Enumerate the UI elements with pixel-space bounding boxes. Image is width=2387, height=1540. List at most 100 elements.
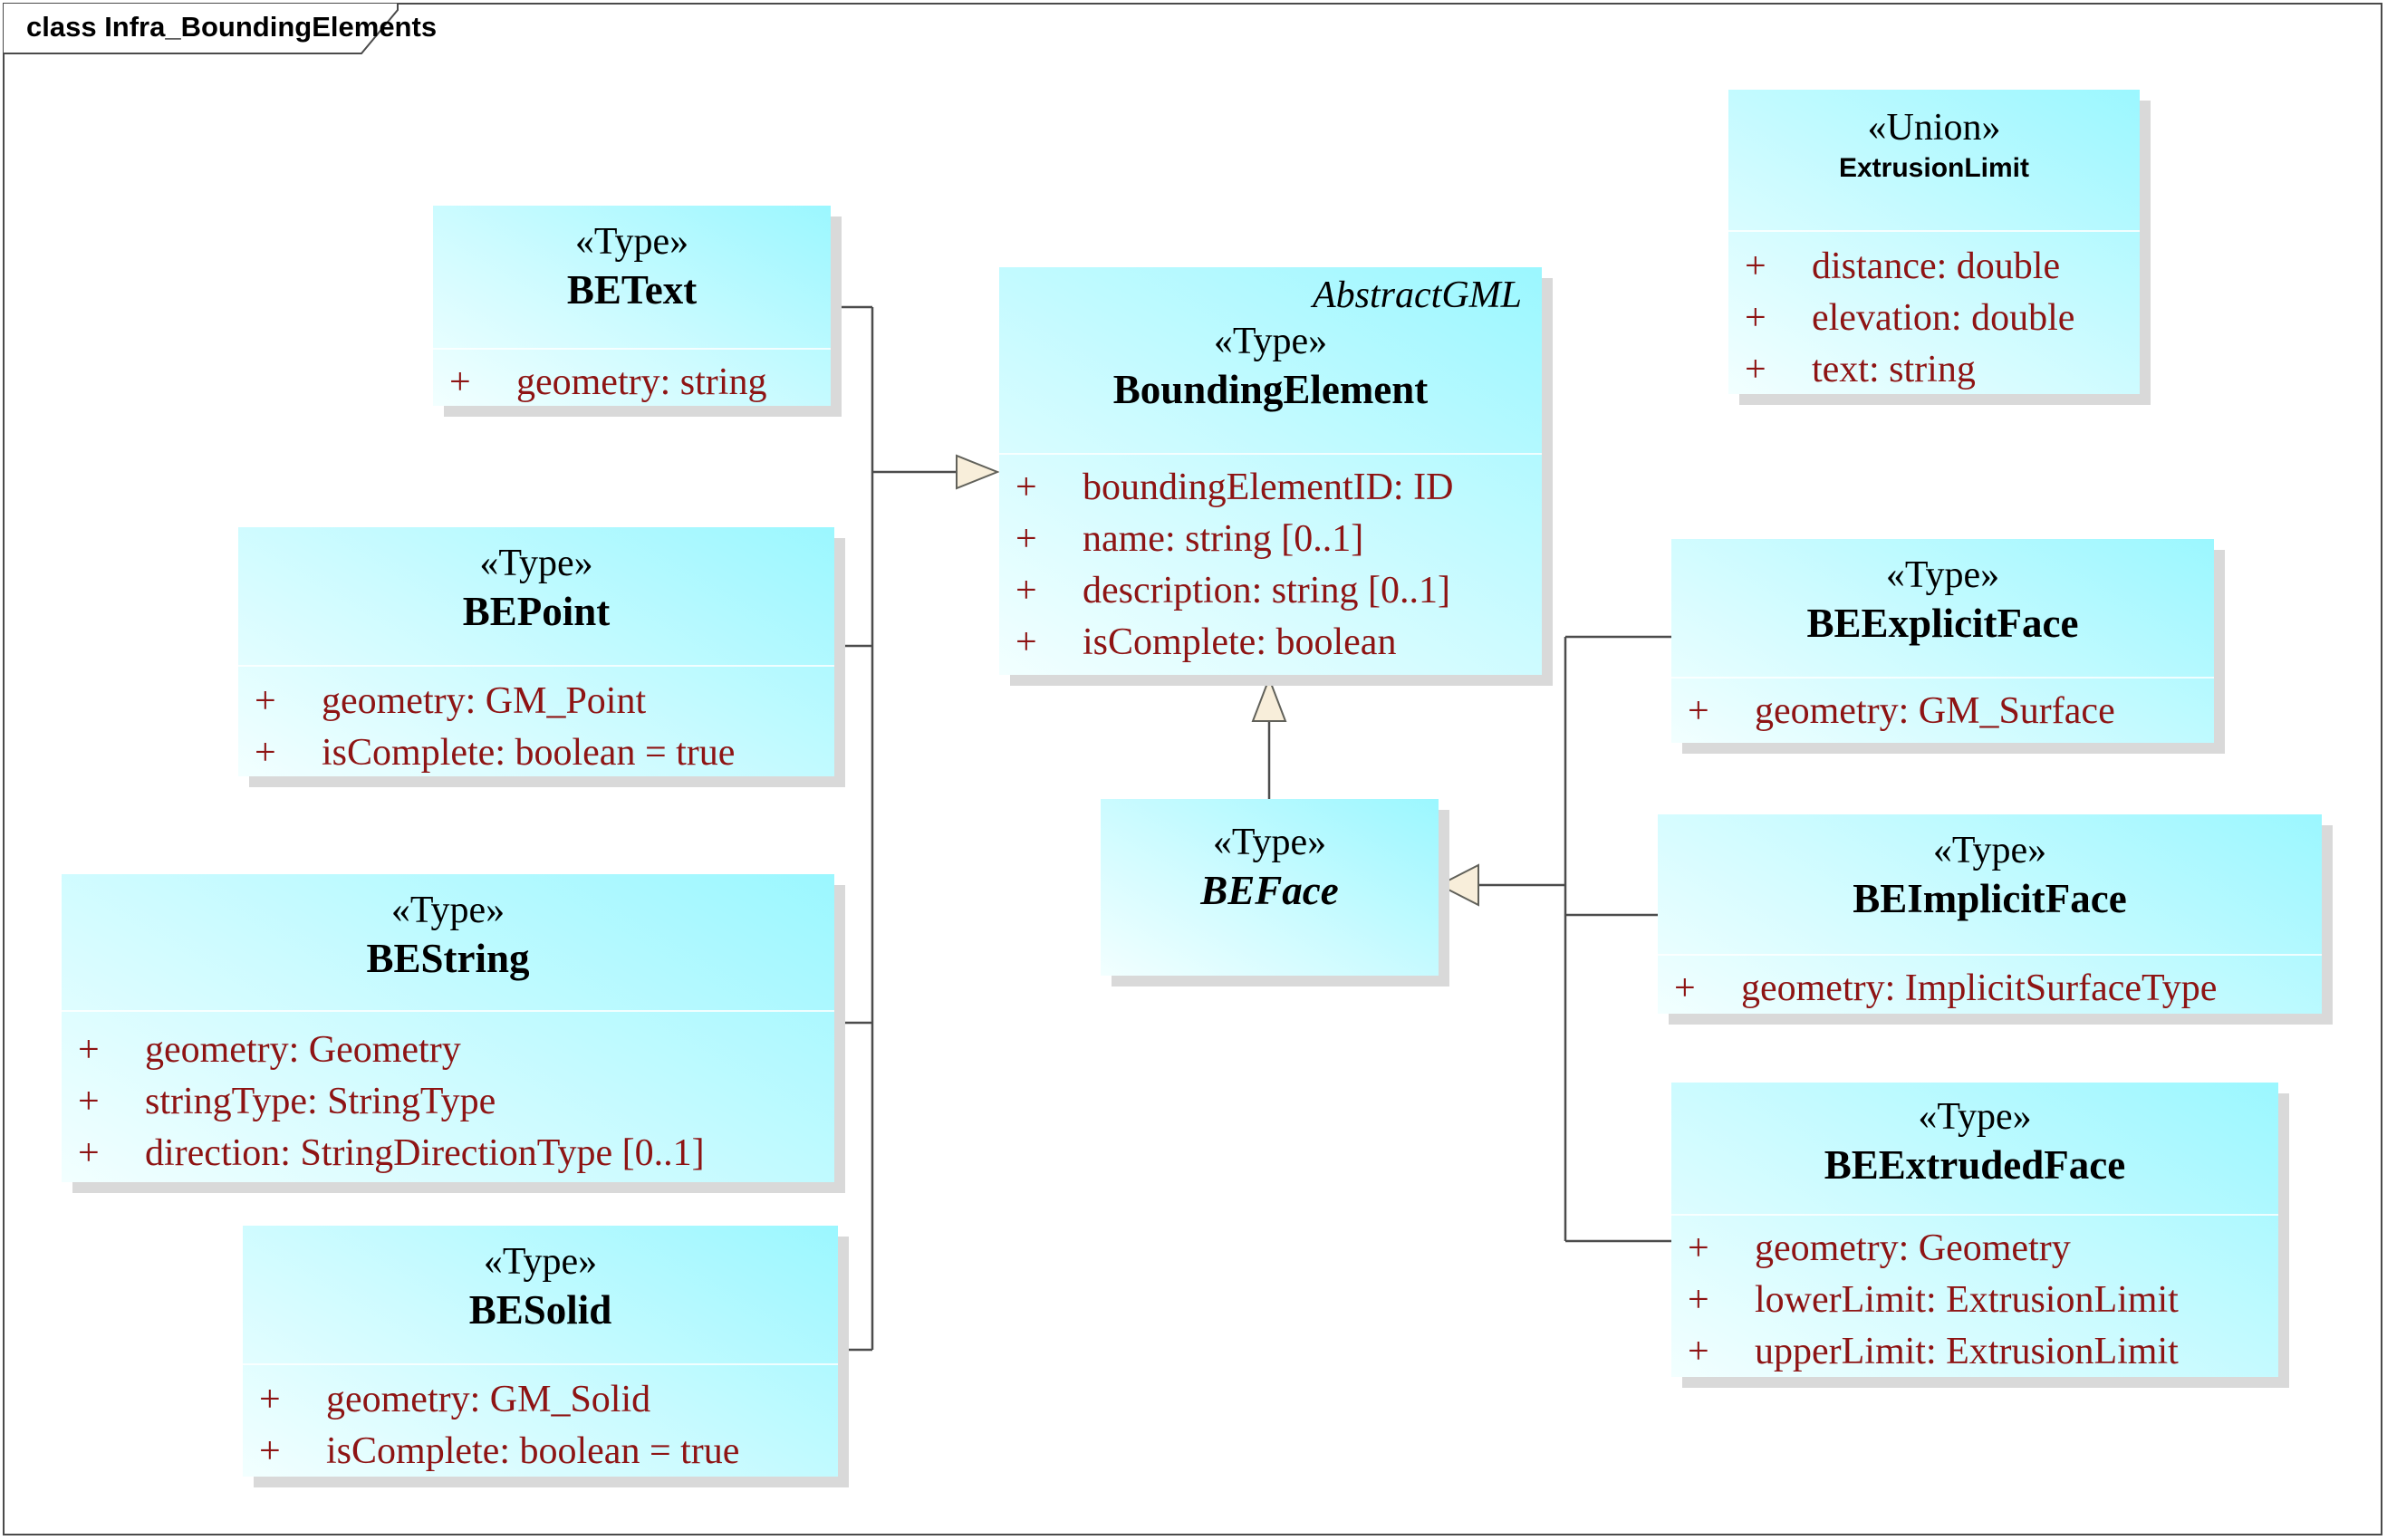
visibility-plus: + <box>1745 245 1766 287</box>
attribute-text: isComplete: boolean <box>1083 621 1397 663</box>
attribute: + boundingElementID: ID <box>999 462 1542 514</box>
attribute: + geometry: GM_Point <box>238 676 834 727</box>
stereotype-label: «Type» <box>574 221 689 263</box>
visibility-plus: + <box>1015 518 1037 560</box>
visibility-plus: + <box>259 1379 281 1420</box>
compartment-divider <box>1658 954 2322 956</box>
attribute-text: geometry: string <box>516 361 767 403</box>
compartment-divider <box>1671 677 2214 679</box>
class-box-bepoint[interactable]: «Type» BEPoint + geometry: GM_Point + is… <box>238 527 834 776</box>
attribute-text: lowerLimit: ExtrusionLimit <box>1755 1279 2179 1321</box>
class-name: BoundingElement <box>1112 367 1429 412</box>
visibility-plus: + <box>1688 1279 1709 1321</box>
attribute: + isComplete: boolean <box>999 617 1542 669</box>
visibility-plus: + <box>255 732 276 774</box>
class-box-beimplicitface[interactable]: «Type» BEImplicitFace + geometry: Implic… <box>1658 814 2322 1014</box>
attribute-text: text: string <box>1812 349 1976 390</box>
attribute-text: description: string [0..1] <box>1083 570 1450 611</box>
attribute-text: stringType: StringType <box>145 1081 496 1122</box>
visibility-plus: + <box>1015 621 1037 663</box>
attribute: + lowerLimit: ExtrusionLimit <box>1671 1275 2278 1326</box>
attribute: + text: string <box>1728 344 2140 396</box>
visibility-plus: + <box>1688 690 1709 732</box>
visibility-plus: + <box>259 1430 281 1472</box>
compartment-divider <box>999 453 1542 455</box>
attribute: + elevation: double <box>1728 293 2140 344</box>
attribute-text: distance: double <box>1812 245 2061 287</box>
class-name: BEImplicitFace <box>1853 876 2127 921</box>
visibility-plus: + <box>1688 1227 1709 1269</box>
class-box-boundingelement[interactable]: AbstractGML «Type» BoundingElement + bou… <box>999 267 1542 675</box>
class-box-beface[interactable]: «Type» BEFace <box>1101 799 1439 976</box>
class-name: BEPoint <box>462 589 611 634</box>
attribute-text: boundingElementID: ID <box>1083 467 1454 508</box>
stereotype-label: «Union» <box>1867 107 2001 149</box>
visibility-plus: + <box>78 1132 100 1174</box>
attribute: + direction: StringDirectionType [0..1] <box>62 1128 834 1179</box>
stereotype-label: «Type» <box>479 543 593 584</box>
class-name: BEString <box>366 936 530 981</box>
attribute-text: name: string [0..1] <box>1083 518 1364 560</box>
class-name: BEText <box>566 267 698 313</box>
attribute: + isComplete: boolean = true <box>243 1426 838 1477</box>
visibility-plus: + <box>1745 297 1766 339</box>
attribute: + name: string [0..1] <box>999 514 1542 565</box>
visibility-plus: + <box>78 1081 100 1122</box>
stereotype-label: «Type» <box>1212 822 1327 863</box>
stereotype-label: «Type» <box>1918 1096 2032 1138</box>
attribute-text: geometry: GM_Point <box>322 680 647 722</box>
attribute: + stringType: StringType <box>62 1076 834 1128</box>
attribute: + isComplete: boolean = true <box>238 727 834 779</box>
attribute: + geometry: Geometry <box>62 1025 834 1076</box>
class-box-betext[interactable]: «Type» BEText + geometry: string <box>433 206 831 406</box>
compartment-divider <box>1728 230 2140 232</box>
attribute: + distance: double <box>1728 241 2140 293</box>
class-box-beexplicitface[interactable]: «Type» BEExplicitFace + geometry: GM_Sur… <box>1671 539 2214 743</box>
visibility-plus: + <box>255 680 276 722</box>
class-name: BESolid <box>468 1287 612 1333</box>
stereotype-label: «Type» <box>1885 554 2000 596</box>
compartment-divider <box>1671 1214 2278 1216</box>
diagram-frame <box>3 3 2382 1535</box>
visibility-plus: + <box>1674 967 1696 1009</box>
tab-outline-icon <box>3 3 399 54</box>
stereotype-label: «Type» <box>1932 830 2047 871</box>
visibility-plus: + <box>78 1029 100 1071</box>
attribute: + description: string [0..1] <box>999 565 1542 617</box>
stereotype-label: «Type» <box>390 890 505 931</box>
attribute: + upperLimit: ExtrusionLimit <box>1671 1326 2278 1378</box>
attribute: + geometry: ImplicitSurfaceType <box>1658 963 2322 1015</box>
attribute-text: upperLimit: ExtrusionLimit <box>1755 1331 2179 1372</box>
attribute: + geometry: GM_Solid <box>243 1374 838 1426</box>
compartment-divider <box>62 1010 834 1012</box>
attribute-text: geometry: GM_Surface <box>1755 690 2115 732</box>
class-name: ExtrusionLimit <box>1838 153 2029 183</box>
visibility-plus: + <box>449 361 471 403</box>
stereotype-label: «Type» <box>1213 321 1328 362</box>
visibility-plus: + <box>1745 349 1766 390</box>
parent-annotation: AbstractGML <box>1313 274 1522 316</box>
attribute: + geometry: Geometry <box>1671 1223 2278 1275</box>
class-box-besolid[interactable]: «Type» BESolid + geometry: GM_Solid + is… <box>243 1226 838 1477</box>
attribute-text: geometry: ImplicitSurfaceType <box>1741 967 2218 1009</box>
attribute: + geometry: GM_Surface <box>1671 686 2214 737</box>
attribute-text: isComplete: boolean = true <box>326 1430 740 1472</box>
attribute-text: geometry: Geometry <box>1755 1227 2071 1269</box>
visibility-plus: + <box>1015 467 1037 508</box>
class-box-beextrudedface[interactable]: «Type» BEExtrudedFace + geometry: Geomet… <box>1671 1083 2278 1377</box>
compartment-divider <box>238 665 834 667</box>
attribute-text: direction: StringDirectionType [0..1] <box>145 1132 705 1174</box>
attribute: + geometry: string <box>433 357 831 409</box>
diagram-title: class Infra_BoundingElements <box>26 11 438 43</box>
class-name: BEExplicitFace <box>1806 601 2079 646</box>
class-box-extrusionlimit[interactable]: «Union» ExtrusionLimit + distance: doubl… <box>1728 90 2140 394</box>
class-name: BEFace <box>1200 868 1339 913</box>
attribute-text: isComplete: boolean = true <box>322 732 736 774</box>
class-box-bestring[interactable]: «Type» BEString + geometry: Geometry + s… <box>62 874 834 1182</box>
stereotype-label: «Type» <box>483 1241 598 1283</box>
class-name: BEExtrudedFace <box>1824 1142 2126 1188</box>
compartment-divider <box>243 1363 838 1365</box>
attribute-text: geometry: GM_Solid <box>326 1379 651 1420</box>
visibility-plus: + <box>1688 1331 1709 1372</box>
